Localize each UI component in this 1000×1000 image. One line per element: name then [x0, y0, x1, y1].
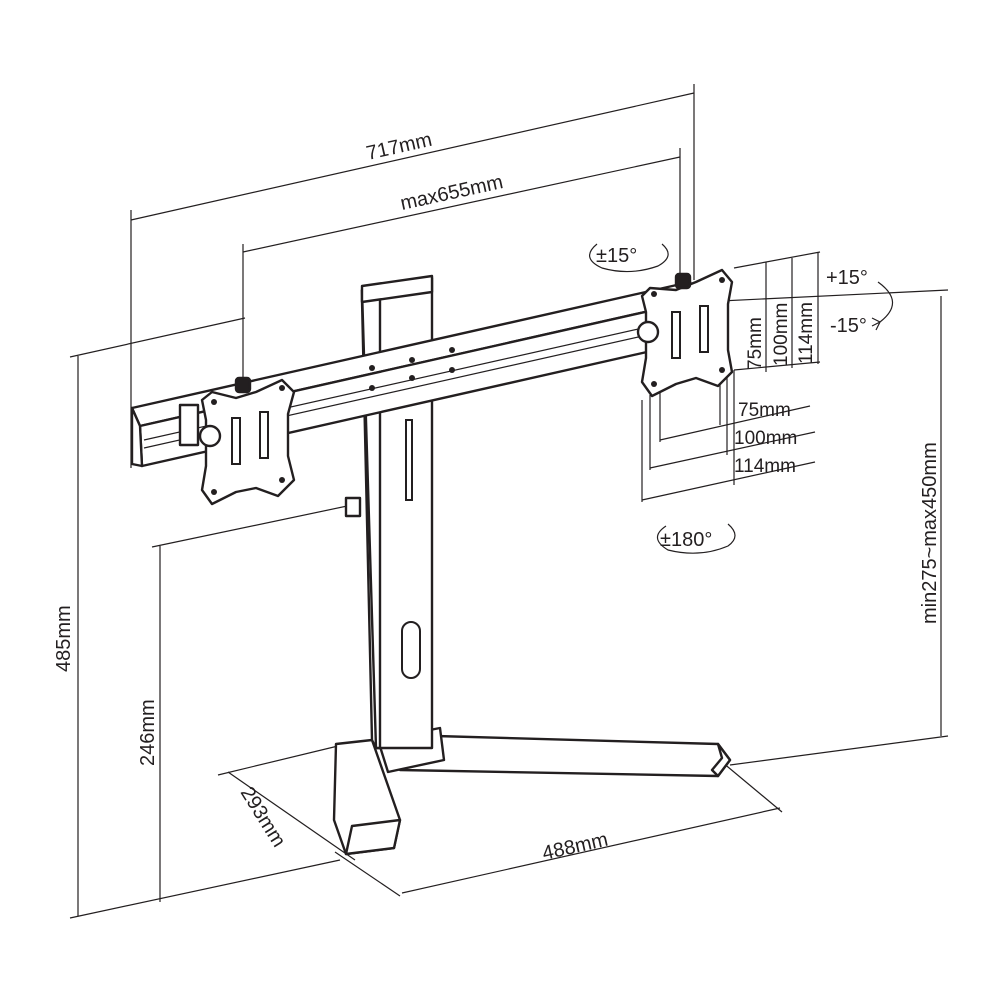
vesa-horizontal-75: 75mm [738, 400, 791, 421]
right-vesa-plate [636, 268, 734, 398]
desk-height-label: 246mm [137, 699, 159, 766]
rotate-label: ±180° [660, 529, 712, 551]
swivel-arrow-icon [589, 243, 669, 273]
overall-height-label: 485mm [53, 605, 75, 672]
vesa-vertical-100: 100mm [771, 303, 792, 366]
left-vesa-plate [198, 376, 296, 506]
knob [674, 272, 692, 290]
vesa-slot [231, 417, 241, 465]
stand-base [332, 726, 732, 856]
vesa-vertical-114: 114mm [796, 302, 817, 364]
rotation-arrows [589, 243, 894, 554]
foot-width-label: 488mm [540, 829, 610, 865]
swivel-label: ±15° [596, 245, 637, 267]
dimension-lines [69, 84, 949, 919]
vesa-horizontal-100: 100mm [734, 428, 797, 449]
vesa-vertical-75: 75mm [745, 317, 766, 370]
left-end-cap [178, 403, 200, 447]
foot-depth-label: 293mm [236, 783, 290, 851]
pole-slot [405, 419, 413, 501]
rotate-arrow-icon [656, 523, 736, 554]
arm-height-range-label: min275~max450mm [919, 442, 941, 624]
height-clamp [344, 496, 362, 518]
tilt-down-label: -15° [830, 315, 867, 337]
cable-clip [401, 621, 421, 679]
vesa-slot [699, 305, 709, 353]
knob [234, 376, 252, 394]
vesa-slot [259, 411, 269, 459]
max-span-label: max655mm [398, 171, 505, 215]
vesa-horizontal-114: 114mm [734, 456, 796, 477]
tilt-up-label: +15° [826, 267, 868, 289]
tilt-arrow-icon [871, 281, 894, 331]
vesa-slot [671, 311, 681, 359]
